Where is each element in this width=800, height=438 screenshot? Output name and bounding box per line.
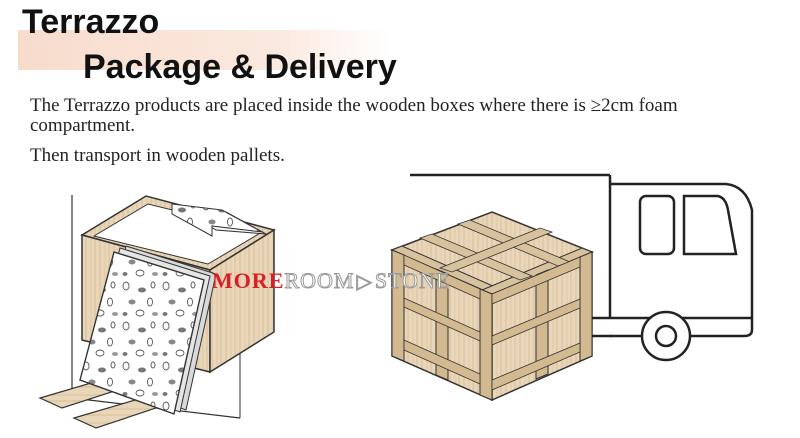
transport-paragraph: Then transport in wooden pallets. [30,145,285,166]
arrow-right-icon: ▷ [356,271,373,294]
page-title: Terrazzo [22,3,160,41]
wooden-crate-icon [390,211,594,402]
delivery-truck-icon [410,173,754,362]
description-paragraph: The Terrazzo products are placed inside … [30,95,678,136]
page-subtitle: Package & Delivery [83,48,397,86]
header-highlight-band [18,30,390,70]
watermark-brand-stone: STONE [374,268,451,294]
wooden-box-with-terrazzo-slabs-icon [38,195,276,429]
watermark-brand-room: ROOM [284,268,355,294]
watermark-brand-red: MORE [212,268,285,293]
watermark: MOREROOM▷STONE [212,268,450,294]
